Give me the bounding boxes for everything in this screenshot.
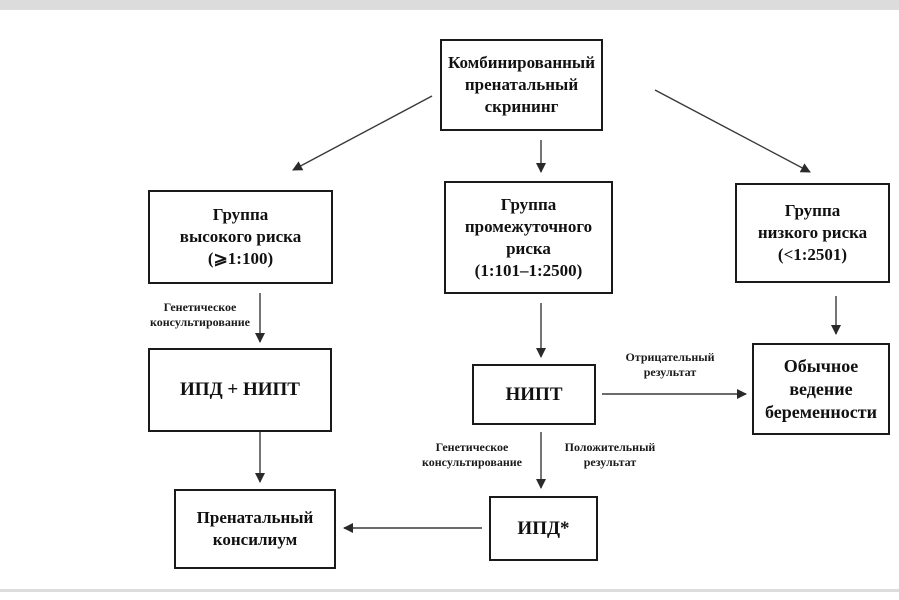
combined-screening-box: Комбинированный пренатальный скрининг bbox=[440, 39, 603, 131]
ipd-text: ИПД* bbox=[517, 517, 570, 539]
nipt-box: НИПТ bbox=[472, 364, 596, 425]
negative-result-label: Отрицательный результат bbox=[625, 350, 715, 379]
arrow-screening-to-low bbox=[654, 89, 811, 173]
low-risk-group-box: Группа низкого риска (<1:2501) bbox=[735, 183, 890, 283]
normal-pregnancy-text: Обычное ведение беременности bbox=[765, 355, 877, 422]
ipd-box: ИПД* bbox=[489, 496, 598, 561]
genetic-counseling-label-center: Генетическое консультирование bbox=[422, 440, 522, 469]
prenatal-council-text: Пренатальный консилиум bbox=[196, 508, 314, 549]
ipd-nipt-text: ИПД + НИПТ bbox=[180, 379, 300, 400]
nipt-text: НИПТ bbox=[505, 383, 563, 405]
normal-pregnancy-box: Обычное ведение беременности bbox=[752, 343, 890, 435]
combined-screening-text: Комбинированный пренатальный скрининг bbox=[448, 53, 595, 116]
low-risk-group-text: Группа низкого риска (<1:2501) bbox=[757, 201, 868, 264]
prenatal-council-box: Пренатальный консилиум bbox=[174, 489, 336, 569]
top-divider bbox=[0, 0, 899, 10]
intermediate-risk-group-box: Группа промежуточного риска (1:101–1:250… bbox=[444, 181, 613, 294]
ipd-nipt-box: ИПД + НИПТ bbox=[148, 348, 332, 432]
intermediate-risk-group-text: Группа промежуточного риска (1:101–1:250… bbox=[464, 194, 593, 280]
arrow-screening-to-high bbox=[292, 95, 433, 171]
high-risk-group-text: Группа высокого риска (⩾1:100) bbox=[179, 205, 302, 268]
high-risk-group-box: Группа высокого риска (⩾1:100) bbox=[148, 190, 333, 284]
genetic-counseling-label-left: Генетическое консультирование bbox=[150, 300, 250, 329]
positive-result-label: Положительный результат bbox=[564, 440, 656, 469]
bottom-divider bbox=[0, 589, 899, 592]
